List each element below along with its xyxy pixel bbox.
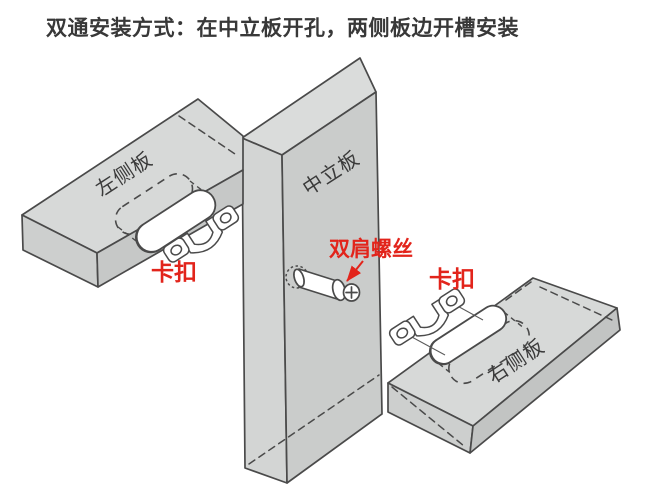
screw-body-cap (293, 268, 305, 288)
left-slot-inner-wall (135, 223, 160, 254)
left-slot-opening (135, 189, 217, 253)
right-board (387, 277, 621, 454)
middle-panel-hidden-edge (248, 374, 380, 465)
left-slot-depth-line (117, 226, 141, 245)
right-slot-opening (428, 304, 508, 366)
right-slot-depth-line (503, 311, 526, 330)
right-slot (428, 304, 530, 385)
clip-label-right: 卡扣 (429, 266, 475, 292)
right-board-hidden-edge (391, 386, 465, 447)
page-title: 双通安装方式：在中立板开孔，两侧板边开槽安装 (46, 17, 519, 40)
right-slot-inner-wall (429, 339, 452, 365)
clip-guide-line (409, 335, 446, 356)
right-board-hidden-edge (505, 281, 532, 301)
left-slot (114, 172, 217, 254)
screw-label: 双肩螺丝 (329, 237, 413, 261)
screw-label-arrow (346, 260, 364, 282)
clip-label-left: 卡扣 (151, 259, 197, 285)
shoulder-screw (285, 265, 361, 302)
middle-panel-left-strip-face (241, 137, 288, 484)
left-board-hidden-edge (178, 115, 236, 155)
right-board-bottom-strip (469, 307, 621, 454)
middle-panel (241, 57, 383, 484)
right-board-hidden-edge (539, 286, 613, 321)
